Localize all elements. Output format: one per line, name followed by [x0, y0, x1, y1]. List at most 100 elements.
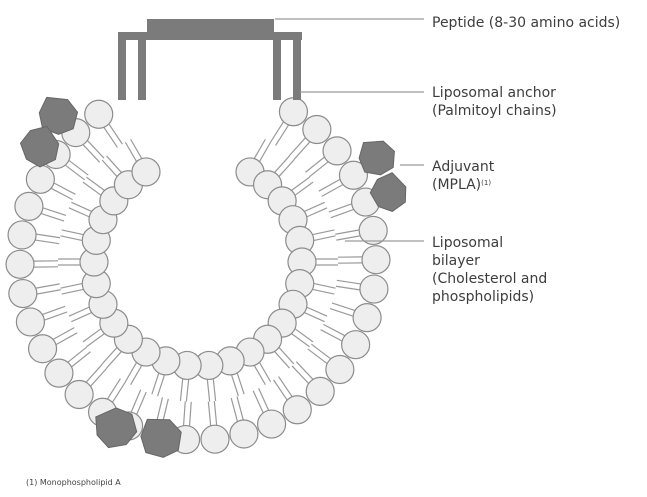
adjuvant-blob	[96, 408, 137, 448]
outer-lipid-tail	[53, 328, 74, 340]
outer-lipid-head	[323, 137, 351, 165]
outer-lipid-head	[258, 410, 286, 438]
outer-lipid-tail	[163, 399, 169, 422]
outer-lipid-tail	[294, 142, 310, 160]
inner-lipid-tail	[213, 379, 215, 401]
anchor-crossbar	[118, 32, 302, 40]
footnote: (1) Monophospholipid A	[26, 478, 121, 487]
outer-lipid-tail	[296, 362, 312, 379]
outer-lipid-tail	[190, 402, 192, 426]
inner-lipid-tail	[62, 230, 84, 235]
inner-lipid-tail	[102, 348, 117, 364]
inner-lipid-tail	[292, 177, 310, 190]
outer-lipid-tail	[311, 344, 330, 358]
outer-lipid-tail	[36, 234, 60, 238]
outer-lipid-tail	[279, 377, 292, 397]
outer-lipid-tail	[292, 366, 308, 383]
inner-lipid-tail	[107, 352, 122, 368]
lipid-heads	[6, 98, 390, 454]
outer-lipid-tail	[305, 157, 324, 172]
inner-lipid-tail	[62, 289, 84, 294]
inner-lipid-tail	[131, 139, 142, 158]
inner-lipid-tail	[207, 380, 209, 402]
inner-lipid-tail	[125, 142, 136, 161]
inner-lipid-tail	[254, 366, 265, 385]
outer-lipid-tail	[45, 312, 68, 320]
outer-lipid-tail	[56, 333, 77, 345]
outer-lipid-head	[16, 308, 44, 336]
palmitoyl-chain	[273, 40, 281, 100]
inner-lipid-tail	[83, 182, 101, 195]
inner-lipid-tail	[131, 366, 142, 385]
inner-lipid-tail	[295, 182, 313, 195]
outer-lipid-head	[359, 216, 387, 244]
inner-lipid-tail	[314, 236, 336, 241]
bilayer-label-line1: Liposomal	[432, 234, 547, 252]
adjuvant-label-line2-wrap: (MPLA)(1)	[432, 176, 494, 194]
outer-lipid-tail	[54, 183, 75, 194]
palmitoyl-chain	[138, 40, 146, 100]
bilayer-label-line2: bilayer	[432, 252, 547, 270]
outer-lipid-tail	[83, 145, 99, 162]
inner-lipid-tail	[237, 373, 244, 394]
inner-lipid-tail	[87, 177, 105, 190]
outer-lipid-head	[8, 221, 36, 249]
outer-lipid-head	[201, 425, 229, 453]
outer-lipid-head	[283, 396, 311, 424]
outer-lipid-tail	[271, 122, 284, 142]
anchor-label-line1: Liposomal anchor	[432, 84, 557, 102]
outer-lipid-tail	[43, 306, 66, 314]
outer-lipid-tail	[108, 379, 121, 399]
bilayer-label-line3: (Cholesterol and	[432, 270, 547, 288]
outer-lipid-tail	[308, 349, 327, 363]
outer-lipid-head	[65, 380, 93, 408]
outer-lipid-tail	[41, 214, 64, 222]
outer-lipid-tail	[309, 162, 328, 177]
inner-lipid-tail	[292, 334, 310, 347]
inner-lipid-tail	[158, 375, 165, 396]
adjuvant-blob	[359, 141, 394, 175]
outer-lipid-tail	[332, 303, 355, 311]
outer-lipid-tail	[323, 324, 344, 335]
outer-lipid-tail	[68, 347, 87, 362]
outer-lipid-tail	[43, 208, 66, 216]
inner-lipid-tail	[279, 348, 294, 364]
inner-lipid-tail	[313, 230, 335, 235]
bilayer-label: Liposomal bilayer (Cholesterol and phosp…	[432, 234, 547, 306]
bilayer-label-line4: phospholipids)	[432, 288, 547, 306]
outer-lipid-head	[342, 331, 370, 359]
adjuvant-label-line2: (MPLA)	[432, 177, 481, 193]
outer-lipid-head	[6, 250, 34, 278]
outer-lipid-head	[362, 246, 390, 274]
outer-lipid-tail	[65, 165, 84, 179]
outer-lipid-head	[29, 335, 57, 363]
outer-lipid-tail	[335, 230, 359, 234]
inner-lipid-tail	[180, 379, 182, 401]
inner-lipid-tail	[295, 329, 313, 342]
outer-lipid-tail	[274, 380, 287, 400]
outer-lipid-tail	[329, 204, 352, 212]
outer-lipid-tail	[330, 309, 353, 317]
outer-lipid-tail	[37, 290, 61, 294]
inner-lipid-tail	[87, 334, 105, 347]
outer-lipid-tail	[337, 280, 361, 284]
outer-lipid-tail	[157, 397, 163, 420]
outer-lipid-tail	[321, 330, 342, 341]
outer-lipid-tail	[113, 382, 126, 402]
inner-lipid-tail	[60, 284, 82, 289]
inner-lipid-tail	[232, 375, 239, 396]
anchor-label-line2: (Palmitoyl chains)	[432, 102, 557, 120]
peptide-label-text: Peptide (8-30 amino acids)	[432, 15, 620, 31]
outer-lipid-tail	[184, 401, 186, 425]
outer-lipid-head	[15, 192, 43, 220]
peptide-bar	[147, 19, 274, 34]
outer-lipid-tail	[336, 236, 360, 240]
inner-lipid-tail	[260, 363, 271, 382]
liposomal-anchor	[118, 19, 302, 100]
inner-lipid-tail	[275, 156, 290, 172]
outer-lipid-tail	[109, 124, 122, 144]
outer-lipid-tail	[36, 284, 60, 288]
outer-lipid-tail	[237, 396, 243, 419]
outer-lipid-head	[230, 420, 258, 448]
outer-lipid-head	[353, 304, 381, 332]
